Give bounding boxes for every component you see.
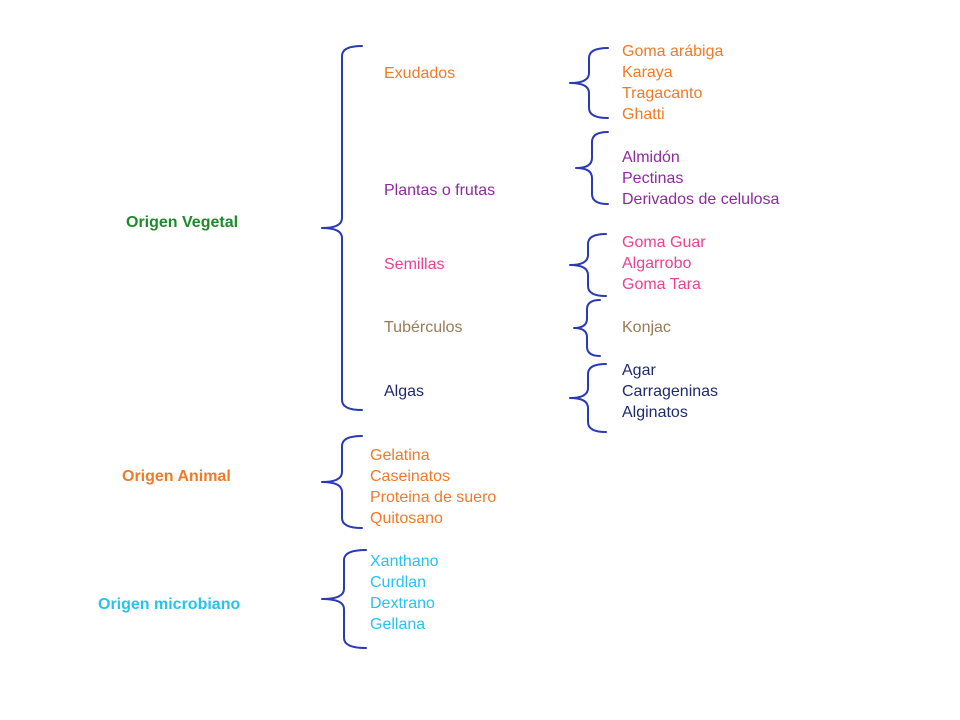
list-item: Alginatos	[622, 404, 688, 421]
list-item: Carrageninas	[622, 383, 719, 400]
list-item: Derivados de celulosa	[622, 191, 780, 208]
list-item: Caseinatos	[370, 468, 451, 485]
list-item: Goma arábiga	[622, 43, 724, 60]
list-item: Gellana	[370, 616, 426, 633]
list-item: Agar	[622, 362, 656, 379]
list-item: Algarrobo	[622, 255, 692, 272]
list-item: Proteina de suero	[370, 489, 497, 506]
category-plantas-frutas: Plantas o frutas	[384, 182, 496, 199]
brace-origen-vegetal	[321, 45, 363, 411]
list-item: Curdlan	[370, 574, 427, 591]
brace-origen-animal	[321, 435, 363, 529]
list-item: Goma Tara	[622, 276, 701, 293]
brace-exudados	[569, 47, 609, 119]
category-algas: Algas	[384, 383, 425, 400]
brace-tuberculos	[573, 299, 601, 357]
category-exudados: Exudados	[384, 65, 456, 82]
list-item: Karaya	[622, 64, 673, 81]
list-item: Goma Guar	[622, 234, 706, 251]
brace-plantas	[575, 131, 609, 205]
list-item: Dextrano	[370, 595, 435, 612]
list-item: Tragacanto	[622, 85, 703, 102]
brace-origen-microbiano	[321, 549, 367, 649]
list-item: Almidón	[622, 149, 680, 166]
category-tuberculos: Tubérculos	[384, 319, 463, 336]
origen-vegetal-label: Origen Vegetal	[126, 214, 239, 231]
list-item: Ghatti	[622, 106, 665, 123]
list-item: Gelatina	[370, 447, 430, 464]
list-item: Quitosano	[370, 510, 443, 527]
origen-animal-label: Origen Animal	[122, 468, 231, 485]
brace-algas	[569, 363, 607, 433]
origen-microbiano-label: Origen microbiano	[98, 596, 241, 613]
list-item: Konjac	[622, 319, 671, 336]
brace-semillas	[569, 233, 607, 297]
list-item: Pectinas	[622, 170, 684, 187]
list-item: Xanthano	[370, 553, 439, 570]
category-semillas: Semillas	[384, 256, 445, 273]
